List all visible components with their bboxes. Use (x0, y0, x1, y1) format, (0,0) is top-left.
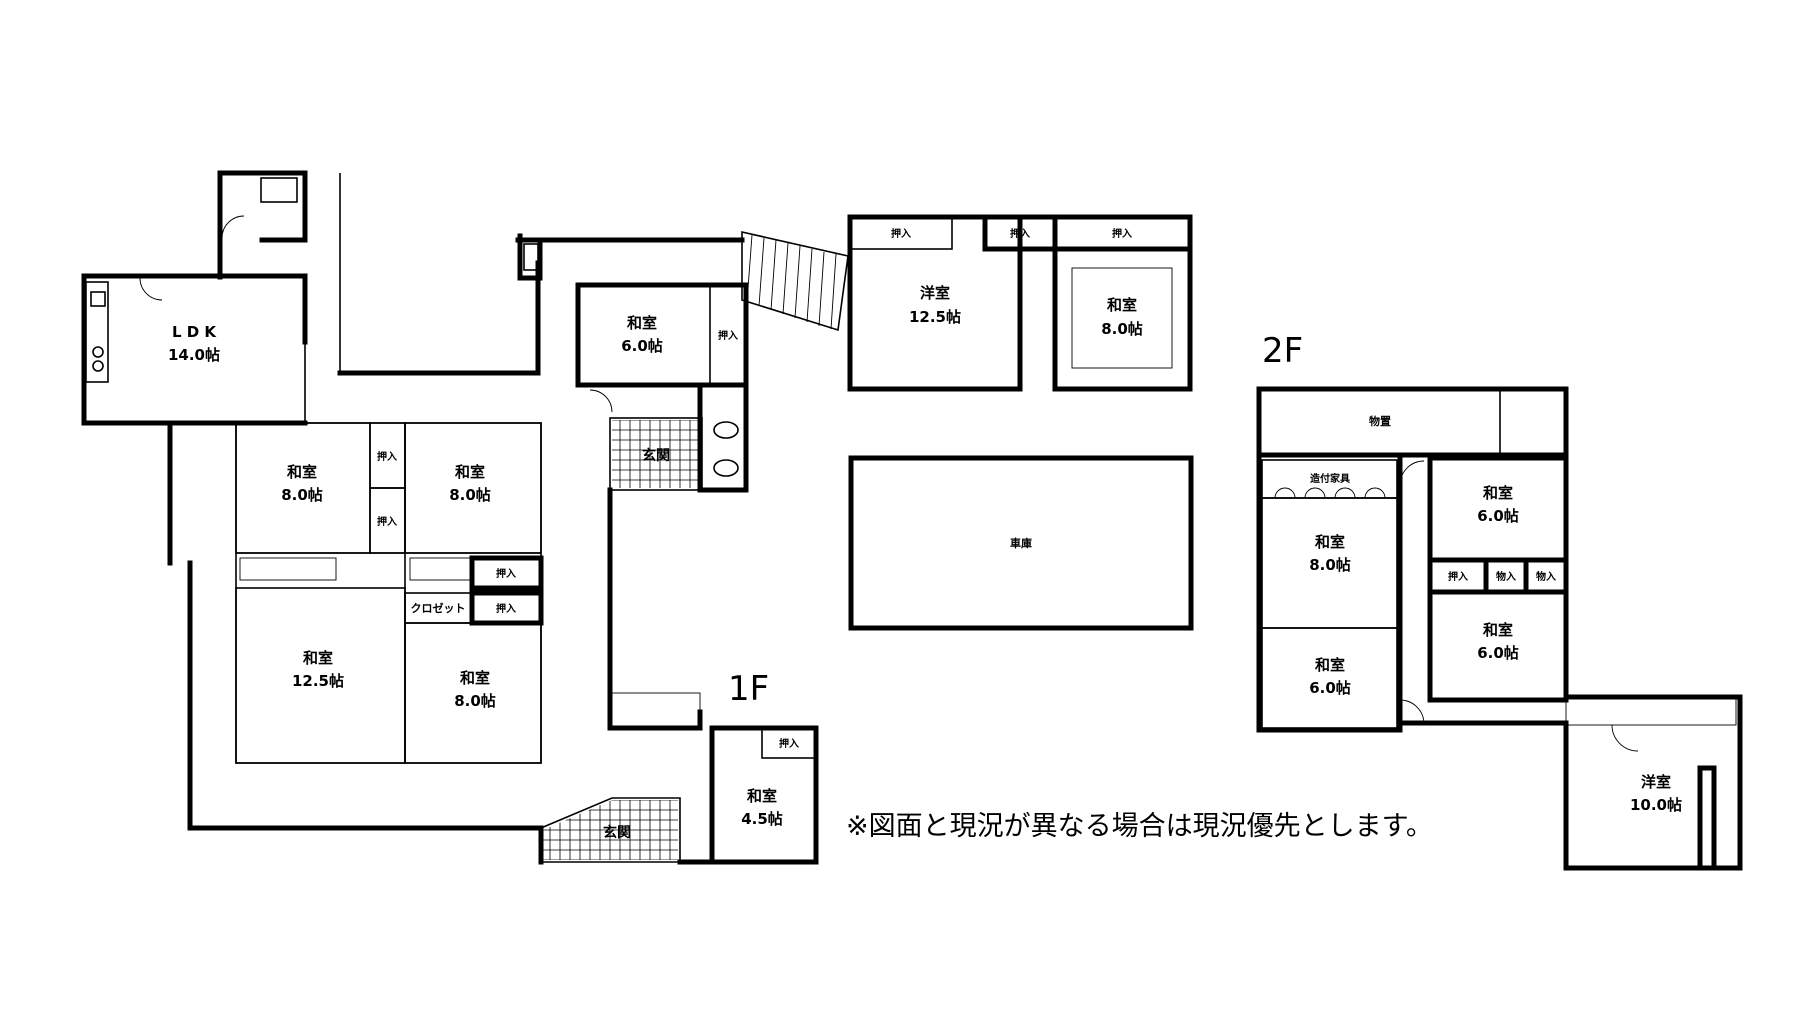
2f-yoshitsu-door (1611, 724, 1639, 752)
washitsu-a-2f-size: 8.0帖 (1309, 556, 1351, 574)
2f-hall-wall (1397, 452, 1433, 733)
washitsu-c-2f-label: 和室 (1483, 621, 1513, 639)
genkan-main-label: 玄関 (642, 447, 670, 464)
stair-1f (741, 230, 849, 332)
washitsu-d-2f-label: 和室 (1315, 656, 1345, 674)
washitsu-b-2f-size: 6.0帖 (1477, 507, 1519, 525)
bath-wall (217, 170, 308, 280)
washitsu-d-1f (404, 622, 542, 764)
washitsu-a-1f-label: 和室 (287, 463, 317, 481)
washitsu-d-2f-size: 6.0帖 (1309, 679, 1351, 697)
stair-landing (609, 692, 701, 729)
stove-icon (92, 346, 104, 358)
disclaimer-note: ※図面と現況が異なる場合は現況優先とします。 (846, 811, 1433, 842)
hall-wall (607, 487, 703, 731)
washitsu-c-1f-label: 和室 (303, 649, 333, 667)
toilet-block (697, 382, 749, 493)
washitsu-a-2f-label: 和室 (1315, 533, 1345, 551)
2f-outer-wall (1256, 386, 1569, 458)
washitsu-g-1f-label: 和室 (1107, 296, 1137, 314)
washitsu-g-1f (1052, 246, 1193, 392)
oshiire-7-label: 押入 (1112, 227, 1132, 240)
oshiire-5-label: 押入 (891, 227, 911, 240)
oshiire-2f-label: 押入 (1448, 570, 1468, 583)
washbasin-icon (523, 243, 539, 271)
yoshitsu-2f-size: 10.0帖 (1630, 796, 1682, 814)
corridor-wall (304, 173, 538, 423)
washitsu-d-2f (1261, 627, 1398, 729)
2f-door-swing (1399, 460, 1425, 725)
kitchen-counter (85, 281, 109, 383)
oshiire-1-label: 押入 (377, 450, 397, 463)
oshiire-3-1f (469, 555, 544, 591)
washitsu-b-1f (404, 422, 542, 554)
ldk-door-swing (139, 277, 163, 301)
washitsu-e-1f (575, 282, 749, 388)
washitsu-f-1f-size: 4.5帖 (741, 810, 783, 828)
monoire-1-label: 物入 (1496, 570, 1516, 583)
tatami-strip (239, 557, 337, 581)
genkan-tiles (543, 800, 678, 860)
monoire-2-label: 物入 (1536, 570, 1556, 583)
stove-icon (92, 360, 104, 372)
washitsu-d-1f-size: 8.0帖 (454, 692, 496, 710)
tatami-strip (409, 557, 473, 581)
sink-icon (90, 291, 106, 307)
oshiire-6-label: 押入 (1010, 227, 1030, 240)
toilet-icon (713, 421, 739, 439)
oshiire-3-label: 押入 (496, 567, 516, 580)
furniture-doors (1274, 487, 1386, 499)
oshiire-2-label: 押入 (377, 515, 397, 528)
oshiire-5-1f (849, 216, 953, 250)
toilet-icon (713, 459, 739, 477)
stair-treads (746, 234, 837, 330)
bath-door-swing (221, 215, 245, 239)
closet-label: クロゼット (411, 601, 466, 615)
washitsu-f-1f-label: 和室 (747, 787, 777, 805)
yoshitsu-2f-label: 洋室 (1641, 773, 1671, 791)
washitsu-e-1f-size: 6.0帖 (621, 337, 663, 355)
corridor-wall (337, 237, 745, 376)
ldk-size: 14.0帖 (168, 346, 220, 364)
yoshitsu-1f-label: 洋室 (920, 284, 950, 302)
genkan-wall (538, 825, 715, 865)
washitsu-b-1f-size: 8.0帖 (449, 486, 491, 504)
washitsu-g-1f-size: 8.0帖 (1101, 320, 1143, 338)
washitsu-e-1f-label: 和室 (627, 314, 657, 332)
tatami-pattern (1071, 267, 1173, 369)
2f-outer-wall (1256, 452, 1569, 733)
washitsu-c-1f-size: 12.5帖 (292, 672, 344, 690)
ldk-label: L D K (172, 323, 217, 341)
genkan-sub-label: 玄関 (603, 824, 631, 841)
oshiire-10-1f (761, 727, 817, 759)
closet-wall (1697, 765, 1717, 871)
oshiire-10-label: 押入 (779, 737, 799, 750)
washitsu-b-2f-label: 和室 (1483, 484, 1513, 502)
storage-label: 物置 (1369, 414, 1391, 428)
second-floor-plan (1256, 386, 1743, 871)
garage-label: 車庫 (1010, 536, 1032, 550)
garage (848, 455, 1194, 631)
bath-niche (517, 233, 543, 281)
washitsu-a-1f-size: 8.0帖 (281, 486, 323, 504)
oshiire-4-label: 押入 (496, 602, 516, 615)
yoshitsu-1f (847, 214, 1023, 392)
bathtub-icon (260, 177, 298, 203)
floor-label-1f: 1F (728, 669, 769, 709)
oshiire-8-label: 押入 (718, 329, 738, 342)
first-floor-plan (81, 170, 1194, 865)
washitsu-c-2f-size: 6.0帖 (1477, 644, 1519, 662)
2f-east-wall (1563, 694, 1743, 871)
washitsu-c-2f (1427, 589, 1569, 703)
builtin-furniture-label: 造付家具 (1310, 472, 1350, 485)
stair-2f (1565, 696, 1737, 726)
yoshitsu-1f-size: 12.5帖 (909, 308, 961, 326)
floor-label-2f: 2F (1262, 331, 1303, 371)
hall-door-swing (589, 389, 613, 413)
washitsu-b-1f-label: 和室 (455, 463, 485, 481)
washitsu-d-1f-label: 和室 (460, 669, 490, 687)
genkan-tiles (612, 420, 700, 488)
main-wall (167, 420, 543, 831)
